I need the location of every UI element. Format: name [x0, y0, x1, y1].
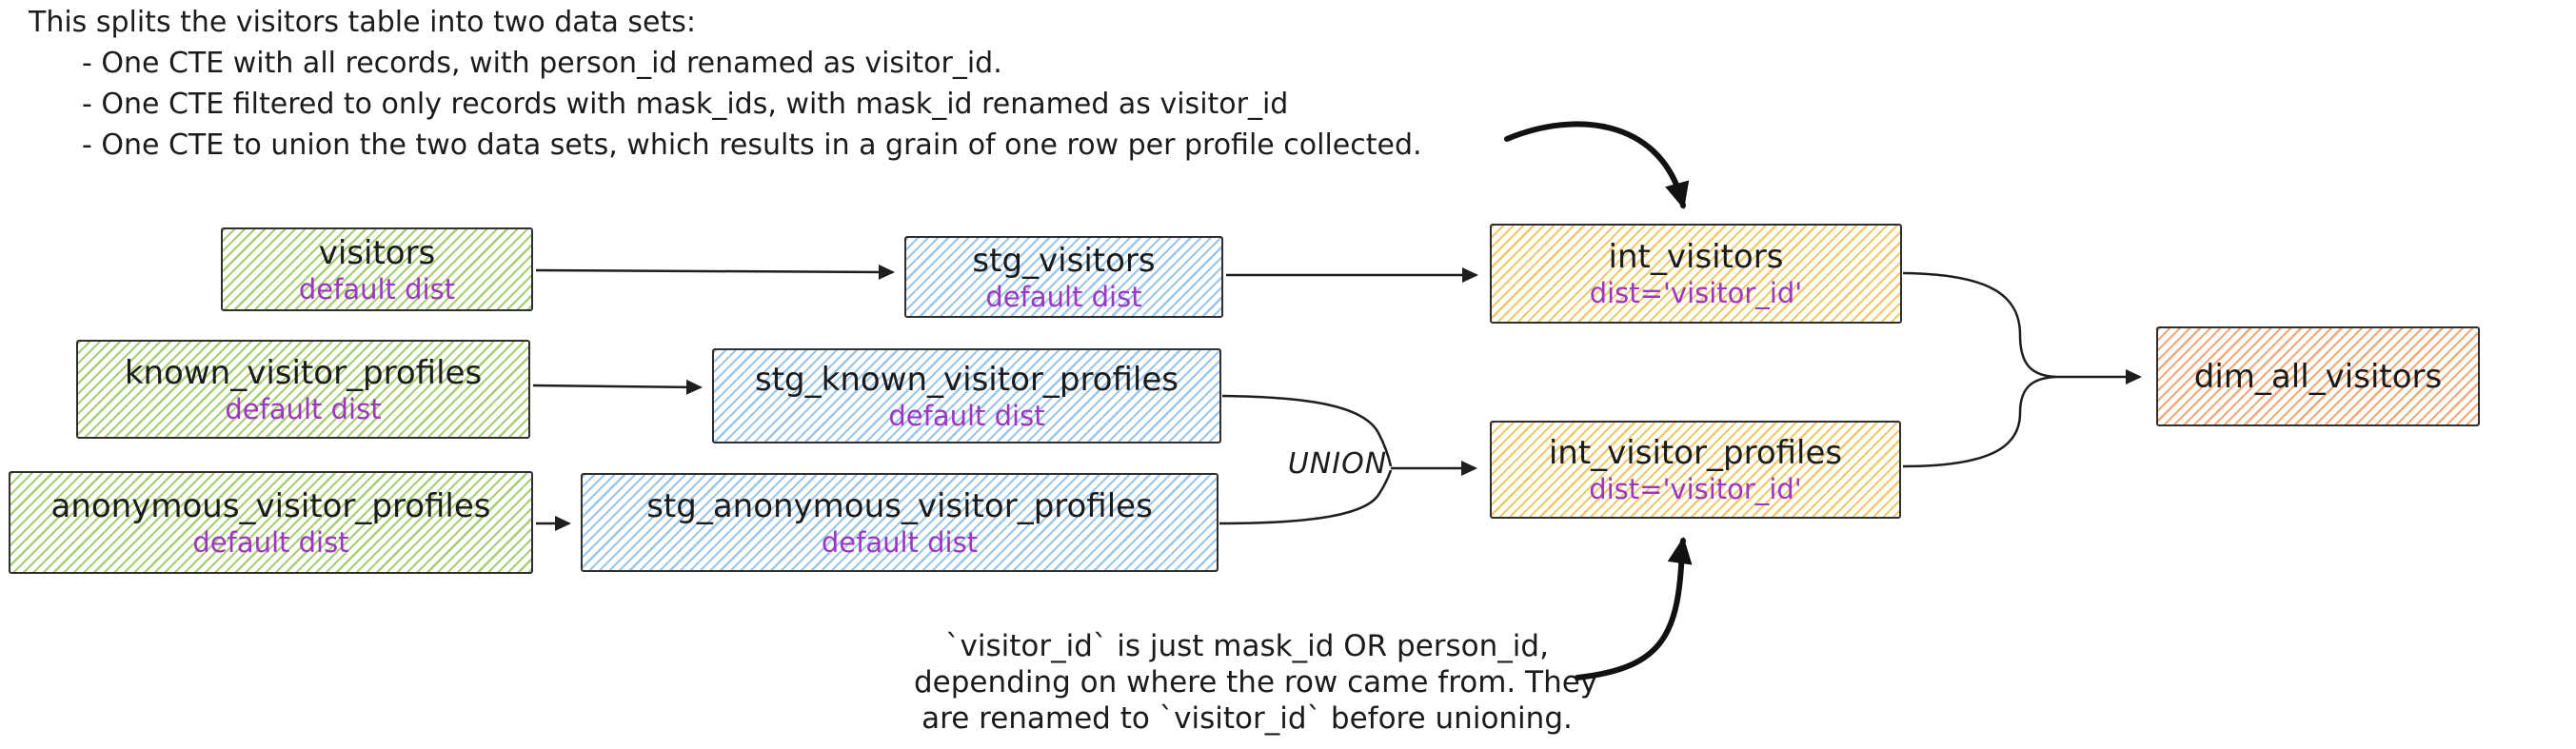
node-subtitle: default dist — [821, 525, 979, 559]
node-subtitle: default dist — [888, 399, 1045, 432]
arrow-bottom-note-to-int-visitor-profiles[interactable] — [1575, 537, 1693, 680]
bottom-annotation-line: depending on where the row came from. Th… — [914, 665, 1598, 700]
arrow-visitors-to-stg-visitors[interactable] — [535, 264, 895, 280]
node-title: stg_anonymous_visitor_profiles — [646, 486, 1153, 525]
bottom-annotation-line: `visitor_id` is just mask_id OR person_i… — [945, 629, 1549, 663]
node-title: anonymous_visitor_profiles — [50, 486, 491, 525]
connector-stg-anonymous-to-union[interactable] — [1219, 469, 1393, 525]
connector-stg-known-to-union[interactable] — [1221, 394, 1393, 467]
top-annotation-line: - One CTE filtered to only records with … — [82, 88, 1289, 121]
node-subtitle: default dist — [985, 280, 1142, 313]
node-title: stg_visitors — [972, 241, 1156, 280]
connector-int-visitors-to-merge[interactable] — [1902, 271, 2057, 379]
bottom-annotation: `visitor_id` is just mask_id OR person_i… — [914, 628, 1598, 737]
top-annotation: This splits the visitors table into two … — [29, 2, 1422, 166]
node-subtitle: dist='visitor_id' — [1589, 277, 1803, 309]
node-subtitle: dist='visitor_id' — [1589, 473, 1802, 505]
node-dim_all_visitors[interactable]: dim_all_visitors — [2156, 326, 2480, 426]
arrow-known-to-stg-known[interactable] — [532, 379, 703, 395]
arrow-top-note-to-int-visitors[interactable] — [1504, 121, 1690, 209]
union-label: UNION — [1287, 447, 1388, 481]
node-subtitle: default dist — [192, 525, 349, 559]
node-title: int_visitor_profiles — [1548, 434, 1843, 472]
bottom-annotation-line: are renamed to `visitor_id` before union… — [921, 701, 1573, 736]
node-title: stg_known_visitor_profiles — [755, 360, 1179, 399]
node-title: known_visitor_profiles — [124, 353, 483, 392]
top-annotation-line: This splits the visitors table into two … — [29, 6, 696, 39]
node-subtitle: default dist — [225, 392, 382, 425]
connector-int-visitor-profiles-to-merge[interactable] — [1902, 375, 2057, 468]
node-title: visitors — [318, 233, 436, 272]
top-annotation-line: - One CTE with all records, with person_… — [82, 47, 1002, 80]
node-subtitle: default dist — [298, 272, 456, 306]
node-title: int_visitors — [1608, 238, 1784, 276]
node-title: dim_all_visitors — [2193, 357, 2443, 396]
top-annotation-line: - One CTE to union the two data sets, wh… — [82, 128, 1422, 162]
